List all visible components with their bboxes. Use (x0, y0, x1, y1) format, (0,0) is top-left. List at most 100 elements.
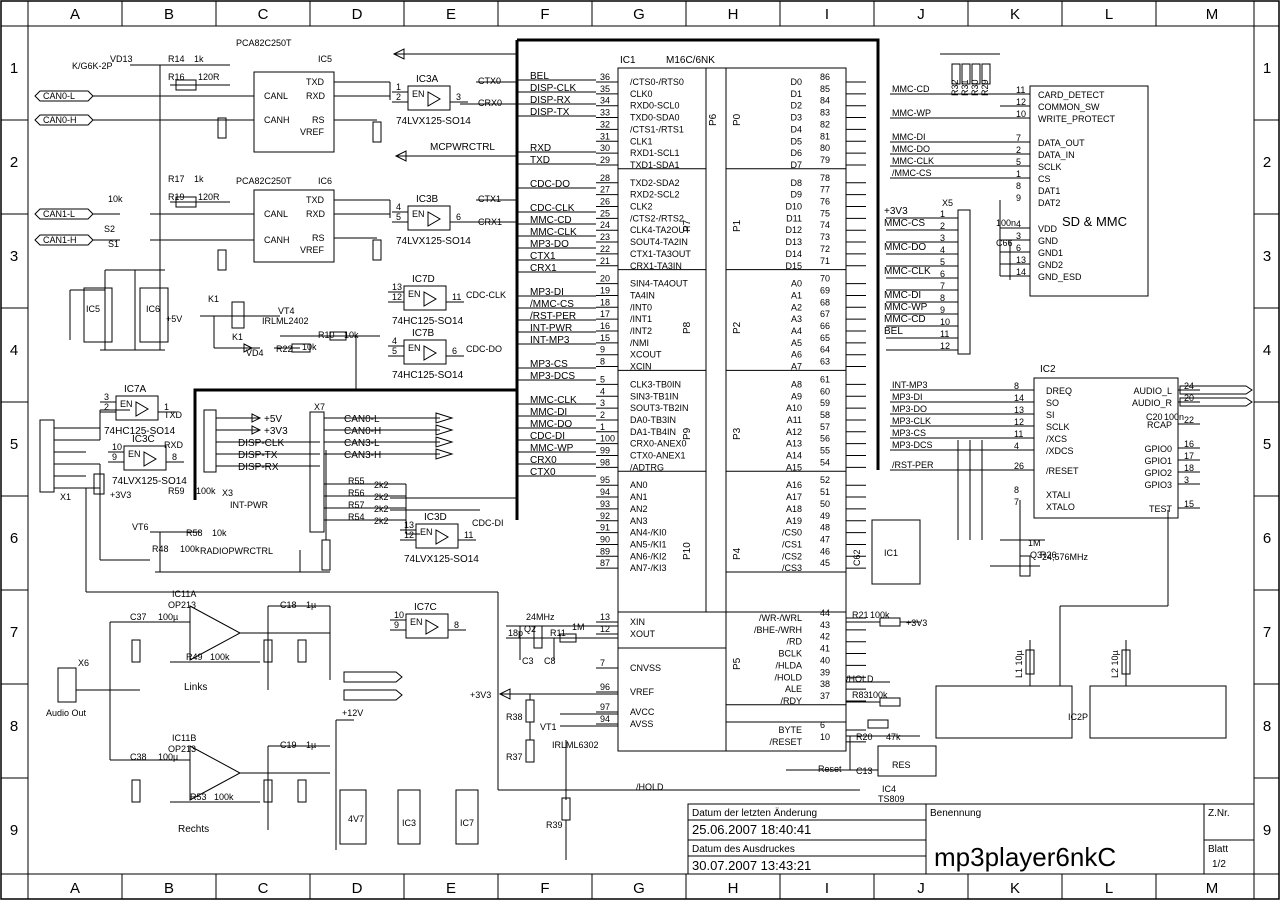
mcu-pin-number: 81 (820, 131, 830, 141)
vd13-label: VD13 (110, 54, 133, 64)
hold-net-label: /HOLD (846, 674, 874, 684)
ic6-pin: RS (312, 233, 325, 243)
mmc-net: MMC-DO (892, 144, 930, 154)
buffer-pin-number: 8 (454, 620, 459, 630)
mcu-pin-name: D7 (790, 160, 802, 170)
can-section (34, 64, 390, 351)
mcu-pin-name: SOUT4-TA2IN (630, 237, 688, 247)
r20-label: R20 (856, 732, 873, 742)
mcu-pin-name: D4 (790, 124, 802, 134)
ic4-label: IC4 (882, 784, 896, 794)
mmc-pin-name: GND (1038, 236, 1059, 246)
net-txd: TXD (164, 410, 183, 420)
mcu-pin-name: AN2 (630, 504, 648, 514)
mcu-pin-name: A7 (791, 362, 802, 372)
r49-value: 100k (210, 652, 230, 662)
net-ctx0: CTX0 (478, 76, 501, 86)
net-crx0: CRX0 (478, 98, 502, 108)
mcu-pin-number: 91 (600, 523, 610, 533)
buffer-enable: EN (420, 527, 433, 537)
c18-value: 1µ (306, 600, 316, 610)
c38-value: 100µ (158, 752, 178, 762)
net-cdc-clk: CDC-CLK (466, 290, 506, 300)
buffer-pin-number: 9 (394, 620, 399, 630)
c19-value: 1µ (306, 740, 316, 750)
mcu-pin-name: TA4IN (630, 290, 655, 300)
ic6-pin: CANH (264, 235, 290, 245)
col-label-top: L (1105, 6, 1113, 23)
buffer-part: 74HC125-SO14 (392, 370, 464, 381)
mcu-pin-number: 7 (600, 658, 605, 668)
mcu-net-label: CDC-CLK (530, 203, 575, 214)
col-label-top: C (258, 6, 269, 23)
mcu-port-label: P6 (708, 113, 719, 126)
supply-label: +3V3 (906, 618, 927, 628)
mcu-port-label: P8 (682, 321, 693, 334)
mcu-pin-name: D10 (785, 202, 802, 212)
buffer-part: 74LVX125-SO14 (112, 476, 187, 487)
mcu-pin-name: D13 (785, 237, 802, 247)
mcu-pin-number: 51 (820, 487, 830, 497)
znr-label: Z.Nr. (1208, 808, 1230, 819)
mcu-pin-number: 86 (820, 72, 830, 82)
ic5-part: PCA82C250T (236, 38, 292, 48)
sd-mmc-title: SD & MMC (1062, 214, 1127, 229)
mcu-net-label: /MMC-CS (530, 299, 574, 310)
res-pin: RES (892, 760, 911, 770)
mp3-pin-number: 22 (1184, 415, 1194, 425)
buffer-pin-number: 3 (456, 92, 461, 102)
mp3-pin-number: 4 (1014, 441, 1019, 451)
buffer-body (403, 339, 447, 365)
ic6-pin: RXD (306, 209, 326, 219)
k1-relay-label: K1 (232, 332, 243, 342)
mcu-net-label: MP3-DI (530, 287, 564, 298)
mcu-pin-number: 75 (820, 208, 830, 218)
mcu-pin-number: 22 (600, 244, 610, 254)
mp3-supply-labels: L1 10µ L2 10µ (1014, 650, 1120, 678)
buffer-ref: IC3C (132, 434, 155, 445)
mp3-net: INT-MP3 (892, 380, 928, 390)
mcu-pin-number: 39 (820, 667, 830, 677)
mmc-pin-name: CS (1038, 174, 1051, 184)
col-label-top: H (728, 6, 739, 23)
mcu-pin-name: D14 (785, 249, 802, 259)
title-block: Datum der letzten Änderung 25.06.2007 18… (687, 803, 1255, 875)
mcu-net-label: MMC-DO (530, 419, 572, 430)
vt4-label: VT4 (278, 306, 295, 316)
r20-value: 47k (886, 732, 901, 742)
mcu-net-label: DISP-RX (530, 95, 571, 106)
mcu-pin-number: 47 (820, 534, 830, 544)
buffer-triangle (135, 401, 149, 417)
ic2p-label: IC2P (1068, 712, 1088, 722)
plus12v-label: +12V (342, 708, 363, 718)
name-label: Benennung (930, 808, 981, 819)
mcu-pin-number: 67 (820, 309, 830, 319)
mcu-pin-name: XCOUT (630, 350, 662, 360)
mcu-ref: IC1 (620, 55, 636, 66)
col-label-bottom: E (446, 880, 456, 897)
mcu-pin-name: A17 (786, 492, 802, 502)
x5-pin-number: 9 (940, 305, 945, 315)
mcu-pin-number: 32 (600, 119, 610, 129)
mmc-net: MMC-WP (892, 108, 931, 118)
mcu-pin-number: 34 (600, 96, 610, 106)
mcu-pin-number: 28 (600, 173, 610, 183)
mcu-pin-name: /CS3 (782, 563, 802, 573)
mcu-pin-number: 77 (820, 185, 830, 195)
plus3v3-label: +3V3 (110, 490, 131, 500)
buffer-pin-number: 12 (392, 292, 402, 302)
mp3-pin-number: 11 (1014, 429, 1023, 439)
mcu-pin-name: D15 (785, 261, 802, 271)
mcu-pin-name: AN7-/KI3 (630, 563, 667, 573)
c19-label: C19 (280, 740, 297, 750)
mcu-pin-number: 38 (820, 679, 830, 689)
mcu-pin-number: 19 (600, 285, 610, 295)
c8-label: C8 (544, 656, 556, 666)
x3-label: X3 (222, 488, 233, 498)
mp3-pin-name: RCAP (1147, 420, 1172, 430)
mmc-pin-number: 10 (1016, 109, 1026, 119)
